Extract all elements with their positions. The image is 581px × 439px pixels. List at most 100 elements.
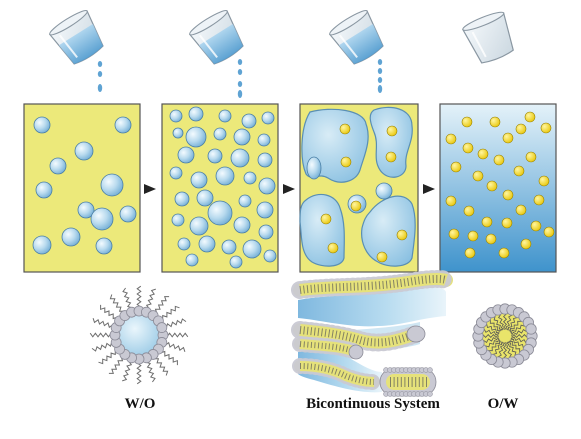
water-domain — [361, 195, 416, 267]
oil-droplet — [485, 233, 497, 245]
arrow-right-icon — [144, 184, 156, 194]
oil-droplet — [533, 194, 545, 206]
water-droplet — [241, 113, 257, 129]
water-droplet — [215, 166, 235, 186]
oil-droplet — [396, 229, 408, 241]
oil-droplet — [472, 170, 484, 182]
oil-droplet — [445, 133, 457, 145]
oil-droplet — [520, 238, 532, 250]
oil-droplet — [489, 116, 501, 128]
water-droplet — [198, 235, 216, 253]
water-droplet — [243, 171, 257, 185]
water-droplet — [119, 205, 137, 223]
oil-droplet — [450, 161, 462, 173]
oil-droplet — [477, 148, 489, 160]
beakers — [48, 10, 514, 98]
water-droplet — [261, 111, 275, 125]
water-droplet — [169, 166, 183, 180]
water-droplet — [185, 253, 199, 267]
water-droplet — [258, 177, 276, 195]
water-droplet — [306, 156, 322, 180]
caption-oil-in-water: O/W — [487, 396, 519, 412]
water-droplet — [185, 126, 207, 148]
oil-droplet — [376, 251, 388, 263]
oil-droplet — [320, 213, 332, 225]
oil-droplet — [498, 247, 510, 259]
reverse-micelle-structure — [89, 285, 189, 385]
oil-droplet — [339, 123, 351, 135]
water-droplet — [233, 216, 251, 234]
pouring-beaker-icon — [328, 10, 384, 65]
oil-droplet — [525, 151, 537, 163]
water-droplet — [188, 106, 204, 122]
water-droplet — [221, 239, 237, 255]
water-droplet — [263, 249, 277, 263]
water-droplet — [238, 194, 252, 208]
water-droplet — [100, 173, 124, 197]
water-droplet — [174, 191, 190, 207]
water-droplet — [95, 237, 113, 255]
water-domain — [369, 106, 413, 178]
oil-core — [482, 313, 528, 359]
water-droplet — [190, 171, 208, 189]
water-channel — [298, 287, 446, 327]
oil-droplet — [502, 132, 514, 144]
oil-droplet — [445, 195, 457, 207]
oil-droplet — [464, 247, 476, 259]
water-droplet — [77, 201, 95, 219]
oil-droplet — [385, 151, 397, 163]
pouring-beaker-icon — [48, 10, 104, 65]
caption-water-in-oil: W/O — [124, 396, 156, 412]
water-droplet — [61, 227, 81, 247]
surfactant-bilayer — [291, 269, 455, 299]
water-droplet — [35, 181, 53, 199]
water-droplet — [32, 235, 52, 255]
oil-droplet — [386, 125, 398, 137]
water-droplet — [242, 239, 262, 259]
oil-droplet — [515, 123, 527, 135]
water-domain — [299, 193, 345, 267]
oil-droplet — [463, 205, 475, 217]
stage-1-water-in-oil — [23, 103, 141, 273]
water-droplet — [177, 237, 191, 251]
water-droplet — [74, 141, 94, 161]
water-droplet — [90, 207, 114, 231]
water-droplet — [196, 189, 214, 207]
water-droplet — [218, 109, 232, 123]
oil-droplet — [493, 154, 505, 166]
falling-drops — [237, 59, 243, 98]
oil-droplet — [462, 142, 474, 154]
water-droplet — [213, 127, 227, 141]
water-droplet — [177, 146, 195, 164]
falling-drops — [97, 61, 103, 92]
oil-droplet — [481, 216, 493, 228]
surfactant-bilayer — [292, 358, 382, 390]
water-droplet — [169, 109, 183, 123]
oil-droplet — [538, 175, 550, 187]
water-droplet — [189, 216, 209, 236]
oil-droplet — [501, 217, 513, 229]
oil-droplet — [340, 156, 352, 168]
water-droplet — [33, 116, 51, 134]
cylindrical-micelle — [379, 367, 437, 397]
water-droplet — [230, 148, 250, 168]
oil-droplet — [513, 165, 525, 177]
bicontinuous-structure — [291, 269, 455, 397]
oil-droplet — [327, 242, 339, 254]
water-droplet — [256, 201, 274, 219]
water-droplet — [375, 182, 393, 200]
pouring-beaker-icon — [461, 11, 514, 64]
oil-droplet — [448, 228, 460, 240]
caption-bicontinuous-system: Bicontinuous System — [306, 396, 440, 412]
arrow-right-icon — [423, 184, 435, 194]
water-droplet — [207, 200, 233, 226]
oil-droplet — [467, 230, 479, 242]
oil-droplet — [461, 116, 473, 128]
oil-droplet — [530, 220, 542, 232]
oil-droplet — [486, 180, 498, 192]
pouring-beaker-icon — [188, 10, 244, 65]
water-droplet — [49, 157, 67, 175]
oil-droplet — [540, 122, 552, 134]
